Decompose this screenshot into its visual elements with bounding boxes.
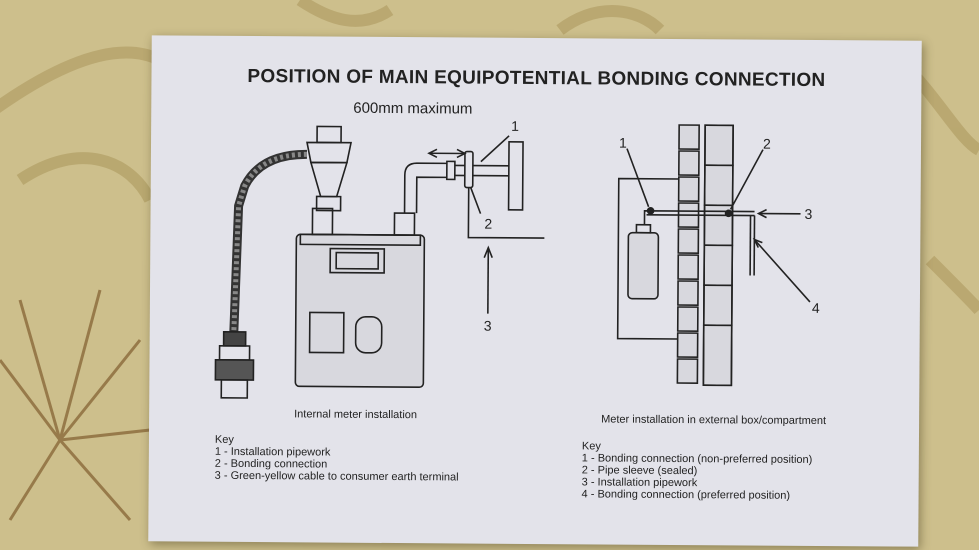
left-callout-1: 1 [511,117,520,134]
dimension-label: 600mm maximum [353,99,473,118]
key-item: 3 - Green-yellow cable to consumer earth… [214,469,459,484]
left-callout-3: 3 [483,317,492,334]
key-item: 4 - Bonding connection (preferred positi… [581,488,791,502]
right-callout-1: 1 [618,134,627,151]
right-callout-2: 2 [762,135,771,152]
left-callout-2: 2 [484,215,493,232]
right-callout-3: 3 [804,205,813,222]
left-caption: Internal meter installation [294,408,418,422]
internal-meter-drawing [214,125,545,399]
bonding-diagrams [214,124,811,399]
instruction-card: POSITION OF MAIN EQUIPOTENTIAL BONDING C… [148,35,922,547]
right-callout-4: 4 [811,299,820,316]
right-key: Key 1 - Bonding connection (non-preferre… [582,440,813,502]
right-caption: Meter installation in external box/compa… [601,413,827,428]
external-box-drawing [616,124,811,387]
left-key: Key 1 - Installation pipework 2 - Bondin… [215,434,459,484]
